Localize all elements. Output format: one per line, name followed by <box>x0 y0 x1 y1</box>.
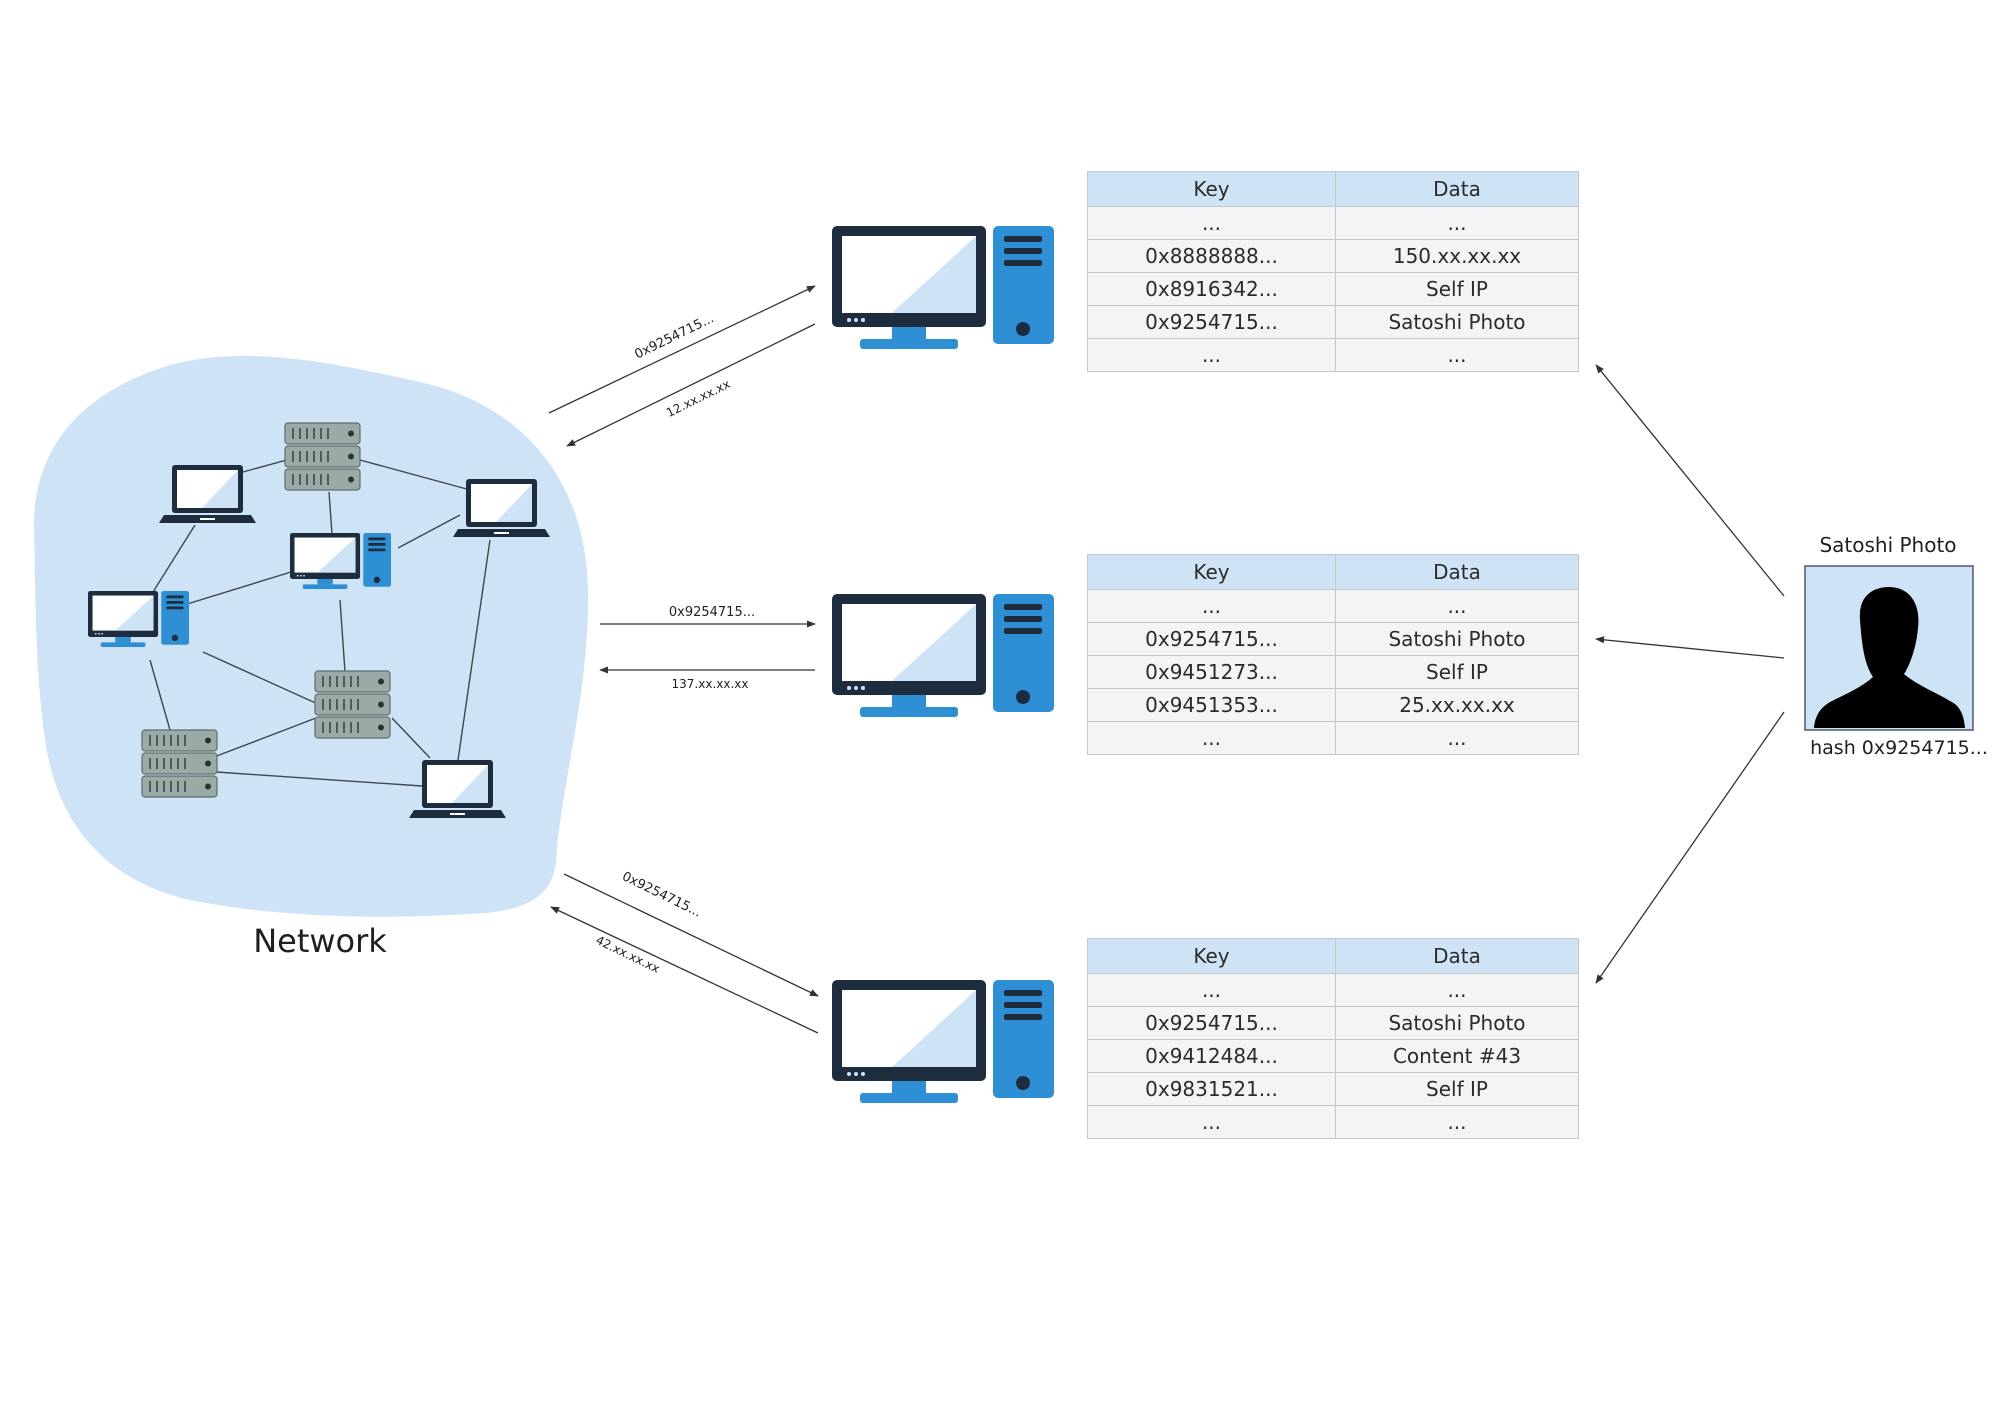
key-cell: ... <box>1087 589 1336 623</box>
table-row: 0x9451353... 25.xx.xx.xx <box>1087 688 1579 722</box>
data-cell: 25.xx.xx.xx <box>1335 688 1579 722</box>
request-label: 0x9254715... <box>619 869 703 920</box>
table-row: ... ... <box>1087 721 1579 755</box>
table-row: 0x8888888... 150.xx.xx.xx <box>1087 239 1579 273</box>
data-cell: ... <box>1335 206 1579 240</box>
column-header-key: Key <box>1087 938 1336 974</box>
content-arrow <box>1595 364 1785 597</box>
key-cell: 0x9451353... <box>1087 688 1336 722</box>
desktop-computer-icon <box>832 980 1054 1103</box>
person-silhouette-icon <box>1804 565 1974 731</box>
key-cell: 0x8916342... <box>1087 272 1336 306</box>
column-header-data: Data <box>1335 938 1579 974</box>
request-label: 0x9254715... <box>669 605 755 620</box>
key-cell: 0x9254715... <box>1087 1006 1336 1040</box>
response-label: 12.xx.xx.xx <box>664 377 732 420</box>
data-cell: 150.xx.xx.xx <box>1335 239 1579 273</box>
data-cell: ... <box>1335 1105 1579 1139</box>
key-cell: 0x9412484... <box>1087 1039 1336 1073</box>
key-cell: 0x9831521... <box>1087 1072 1336 1106</box>
table-row: ... ... <box>1087 338 1579 372</box>
table-row: 0x9451273... Self IP <box>1087 655 1579 689</box>
server-rack-icon <box>284 422 361 491</box>
table-row: 0x8916342... Self IP <box>1087 272 1579 306</box>
content-hash: hash 0x9254715... <box>1810 737 1988 759</box>
table-row: ... ... <box>1087 973 1579 1007</box>
response-arrow <box>550 906 819 1034</box>
data-cell: Self IP <box>1335 272 1579 306</box>
key-cell: 0x9254715... <box>1087 622 1336 656</box>
column-header-key: Key <box>1087 171 1336 207</box>
routing-table: Key Data ... ... 0x9254715... Satoshi Ph… <box>1087 554 1579 755</box>
data-cell: Content #43 <box>1335 1039 1579 1073</box>
table-row: 0x9254715... Satoshi Photo <box>1087 622 1579 656</box>
table-row: 0x9412484... Content #43 <box>1087 1039 1579 1073</box>
desktop-computer-icon <box>832 226 1054 349</box>
table-row: ... ... <box>1087 206 1579 240</box>
table-row: 0x9254715... Satoshi Photo <box>1087 1006 1579 1040</box>
data-cell: ... <box>1335 338 1579 372</box>
data-cell: Satoshi Photo <box>1335 1006 1579 1040</box>
server-rack-icon <box>314 670 391 739</box>
routing-table: Key Data ... ... 0x9254715... Satoshi Ph… <box>1087 938 1579 1139</box>
key-cell: 0x9254715... <box>1087 305 1336 339</box>
column-header-key: Key <box>1087 554 1336 590</box>
data-cell: ... <box>1335 973 1579 1007</box>
table-header-row: Key Data <box>1087 938 1579 974</box>
key-cell: 0x9451273... <box>1087 655 1336 689</box>
routing-table: Key Data ... ... 0x8888888... 150.xx.xx.… <box>1087 171 1579 372</box>
key-cell: 0x8888888... <box>1087 239 1336 273</box>
request-arrow <box>563 873 819 997</box>
content-arrow <box>1595 711 1785 984</box>
request-label: 0x9254715... <box>632 311 716 362</box>
response-label: 137.xx.xx.xx <box>672 677 749 691</box>
table-row: ... ... <box>1087 1105 1579 1139</box>
table-header-row: Key Data <box>1087 554 1579 590</box>
data-cell: Satoshi Photo <box>1335 622 1579 656</box>
table-row: 0x9254715... Satoshi Photo <box>1087 305 1579 339</box>
key-cell: ... <box>1087 721 1336 755</box>
network-label: Network <box>253 922 387 960</box>
table-row: ... ... <box>1087 589 1579 623</box>
response-arrow <box>566 323 816 447</box>
data-cell: Self IP <box>1335 1072 1579 1106</box>
server-rack-icon <box>141 729 218 798</box>
desktop-computer-icon <box>832 594 1054 717</box>
data-cell: Self IP <box>1335 655 1579 689</box>
content-title: Satoshi Photo <box>1819 533 1956 557</box>
table-row: 0x9831521... Self IP <box>1087 1072 1579 1106</box>
table-header-row: Key Data <box>1087 171 1579 207</box>
request-arrow <box>548 285 816 414</box>
key-cell: ... <box>1087 1105 1336 1139</box>
content-arrow <box>1595 636 1785 659</box>
network-links <box>149 449 491 787</box>
key-cell: ... <box>1087 973 1336 1007</box>
key-cell: ... <box>1087 206 1336 240</box>
key-cell: ... <box>1087 338 1336 372</box>
data-cell: Satoshi Photo <box>1335 305 1579 339</box>
column-header-data: Data <box>1335 171 1579 207</box>
column-header-data: Data <box>1335 554 1579 590</box>
data-cell: ... <box>1335 721 1579 755</box>
data-cell: ... <box>1335 589 1579 623</box>
